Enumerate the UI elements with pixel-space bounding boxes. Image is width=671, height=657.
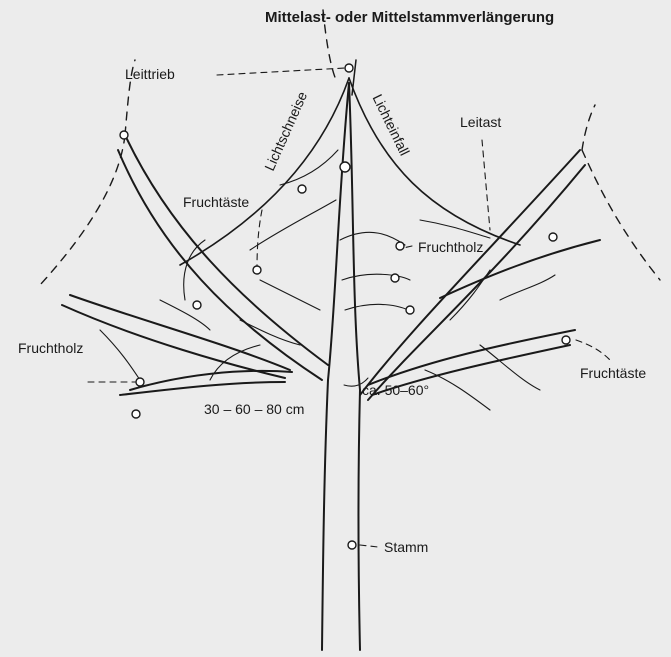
diagram-title: Mittelast- oder Mittelstammverlängerung bbox=[265, 10, 554, 25]
left-leader-branch bbox=[62, 135, 328, 395]
label-leittrieb: Leittrieb bbox=[125, 67, 175, 81]
label-fruchtholz-left: Fruchtholz bbox=[18, 341, 83, 355]
trunk bbox=[322, 60, 360, 650]
leader-lines bbox=[88, 68, 610, 547]
label-leitast: Leitast bbox=[460, 115, 501, 129]
label-stamm: Stamm bbox=[384, 540, 428, 554]
label-fruchtaeste-right: Fruchtäste bbox=[580, 366, 646, 380]
label-angle: ca. 50–60° bbox=[362, 383, 429, 397]
label-distance: 30 – 60 – 80 cm bbox=[204, 402, 304, 416]
label-fruchtaeste-left: Fruchtäste bbox=[183, 195, 249, 209]
label-fruchtholz-center: Fruchtholz bbox=[418, 240, 483, 254]
crown-outline-dashed bbox=[40, 10, 660, 285]
